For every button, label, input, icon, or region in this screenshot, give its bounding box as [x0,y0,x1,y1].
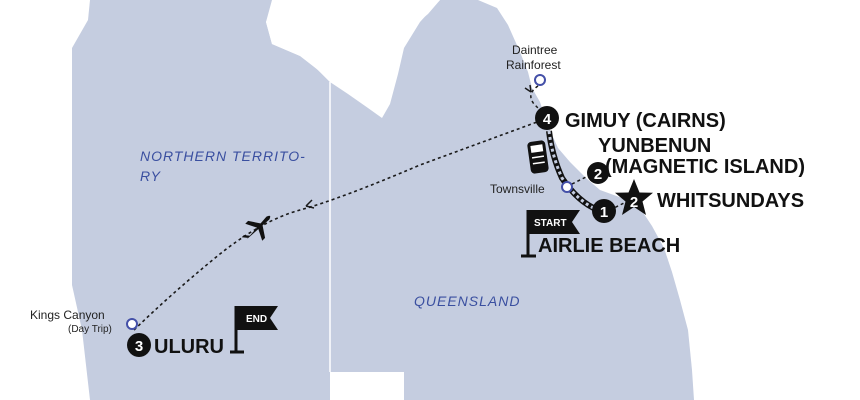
daintree-marker [534,74,546,86]
region-label-nt-cont: RY [140,168,162,184]
uluru-stop-name: ULURU [154,336,224,358]
train-icon [527,140,549,174]
daintree-route [530,85,543,113]
magnetic-stop-number: 2 [594,166,602,183]
daintree-arrow-icon [524,84,532,93]
star-icon [615,179,653,215]
magnetic-stop-name-1: YUNBENUN [598,135,711,157]
cairns-stop-number: 4 [543,111,552,128]
region-label-nt: NORTHERN TERRITO- [140,148,306,164]
queensland-land [330,0,694,400]
end-flag-label: END [246,314,267,325]
magnetic-stop-name-2: (MAGNETIC ISLAND) [605,156,805,178]
magnetic-stop-badge [587,162,609,184]
region-label-qld: QUEENSLAND [414,293,520,309]
whitsundays-stop-number: 2 [630,194,638,211]
gulf-of-carpentaria [266,0,440,118]
whitsundays-stop-name: WHITSUNDAYS [657,190,804,212]
end-flag-icon [230,306,278,354]
start-flag-icon [521,210,580,258]
kings-canyon-label: Kings Canyon [30,308,105,322]
daintree-label-2: Rainforest [506,58,561,72]
airlie-stop-badge [592,199,616,223]
daintree-label-1: Daintree [512,43,558,57]
townsville-marker [561,181,573,193]
uluru-stop-number: 3 [135,338,143,355]
kings-canyon-marker [126,318,138,330]
route-arrow-icon [305,199,315,209]
start-flag-label: START [534,218,567,229]
cairns-stop-badge [535,106,559,130]
rail-route-ties [547,130,599,212]
airlie-stop-number: 1 [600,204,608,221]
magnetic-island-route [571,175,589,185]
townsville-label: Townsville [490,182,545,196]
coastal-islands [604,225,670,306]
cairns-stop-name: GIMUY (CAIRNS) [565,110,726,132]
uluru-stop-badge [127,333,151,357]
airlie-stop-name: AIRLIE BEACH [538,235,680,257]
plane-icon [241,215,271,241]
kings-canyon-note: (Day Trip) [68,324,112,335]
northern-territory-land [72,0,330,400]
